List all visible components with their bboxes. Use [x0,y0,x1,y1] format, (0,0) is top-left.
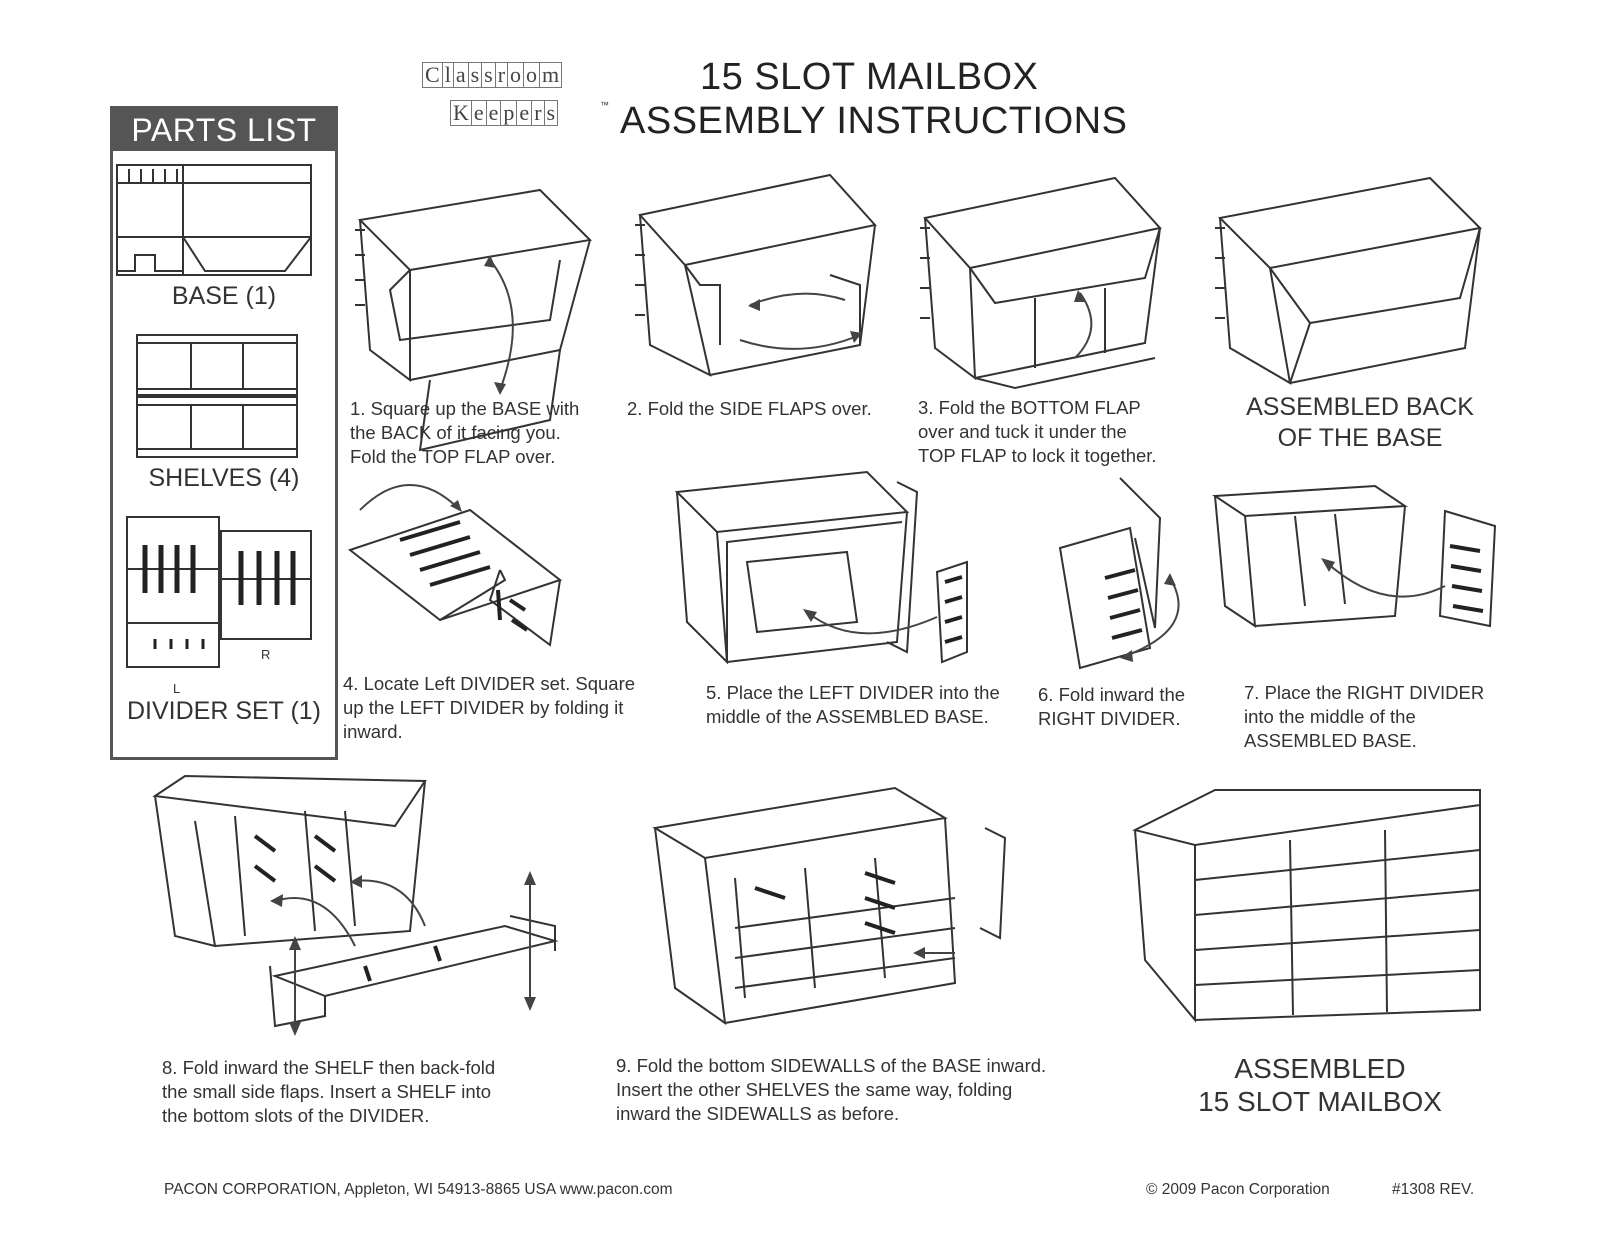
logo-letter: K [450,100,472,126]
logo-letter: a [452,62,469,88]
base-part-label: BASE (1) [171,282,277,310]
logo-letter: e [516,100,533,126]
logo-letter: p [500,100,518,126]
step-1-text: 1. Square up the BASE with the BACK of i… [350,398,580,467]
divider-left-mark: L [173,681,181,696]
step-6-illustration [1060,478,1210,673]
logo-letter: r [531,100,545,126]
logo-letter: e [470,100,487,126]
divider-set-part-label: DIVIDER SET (1) [126,697,322,725]
base-part-illustration [115,161,333,291]
assembled-mailbox-illustration [1135,790,1485,1030]
step-4-illustration [350,470,580,670]
footer-copyright: © 2009 Pacon Corporation [1146,1181,1330,1198]
shelves-part-illustration [135,331,305,471]
logo-letter: e [485,100,502,126]
page-title-line-1: 15 SLOT MAILBOX [700,56,1039,98]
step-8-text: 8. Fold inward the SHELF then back-fold … [162,1057,496,1126]
step-8-illustration [155,776,575,1036]
footer-company: PACON CORPORATION, Appleton, WI 54913-88… [164,1181,673,1198]
step-2-illustration [630,175,880,390]
logo-letter: C [422,62,443,88]
parts-list-panel: PARTS LIST BASE (1) SHELVES (4) [110,106,338,760]
logo-letter: s [543,100,559,126]
step-2-text: 2. Fold the SIDE FLAPS over. [627,398,872,419]
logo-letter: o [507,62,525,88]
step-5-text: 5. Place the LEFT DIVIDER into the middl… [706,682,1000,727]
logo-letter: m [539,62,563,88]
footer-code: #1308 REV. [1392,1181,1475,1198]
logo-letter: s [467,62,483,88]
divider-right-mark: R [261,647,271,662]
step-6-text: 6. Fold inward the RIGHT DIVIDER. [1038,684,1186,729]
step-3-illustration [915,178,1175,393]
assembled-final-label: ASSEMBLED 15 SLOT MAILBOX [1198,1053,1442,1117]
logo-letter: r [494,62,509,88]
divider-set-part-illustration [125,515,325,675]
step-9-illustration [655,788,1015,1038]
step-5-illustration [677,472,997,682]
logo-trademark: ™ [600,100,609,110]
step-7-illustration [1215,486,1505,646]
step-1-illustration [350,200,600,400]
step-3-text: 3. Fold the BOTTOM FLAP over and tuck it… [918,397,1157,466]
shelves-part-label: SHELVES (4) [148,464,300,492]
step-4-text: 4. Locate Left DIVIDER set. Square up th… [343,673,636,742]
logo-letter: o [523,62,541,88]
assembled-back-label: ASSEMBLED BACK OF THE BASE [1246,393,1474,452]
step-7-text: 7. Place the RIGHT DIVIDER into the midd… [1244,682,1485,751]
page-title-line-2: ASSEMBLY INSTRUCTIONS [620,100,1128,142]
logo-letter: s [481,62,496,88]
step-9-text: 9. Fold the bottom SIDEWALLS of the BASE… [616,1055,1047,1124]
assembled-back-illustration [1210,178,1490,393]
parts-list-heading: PARTS LIST [113,109,335,151]
